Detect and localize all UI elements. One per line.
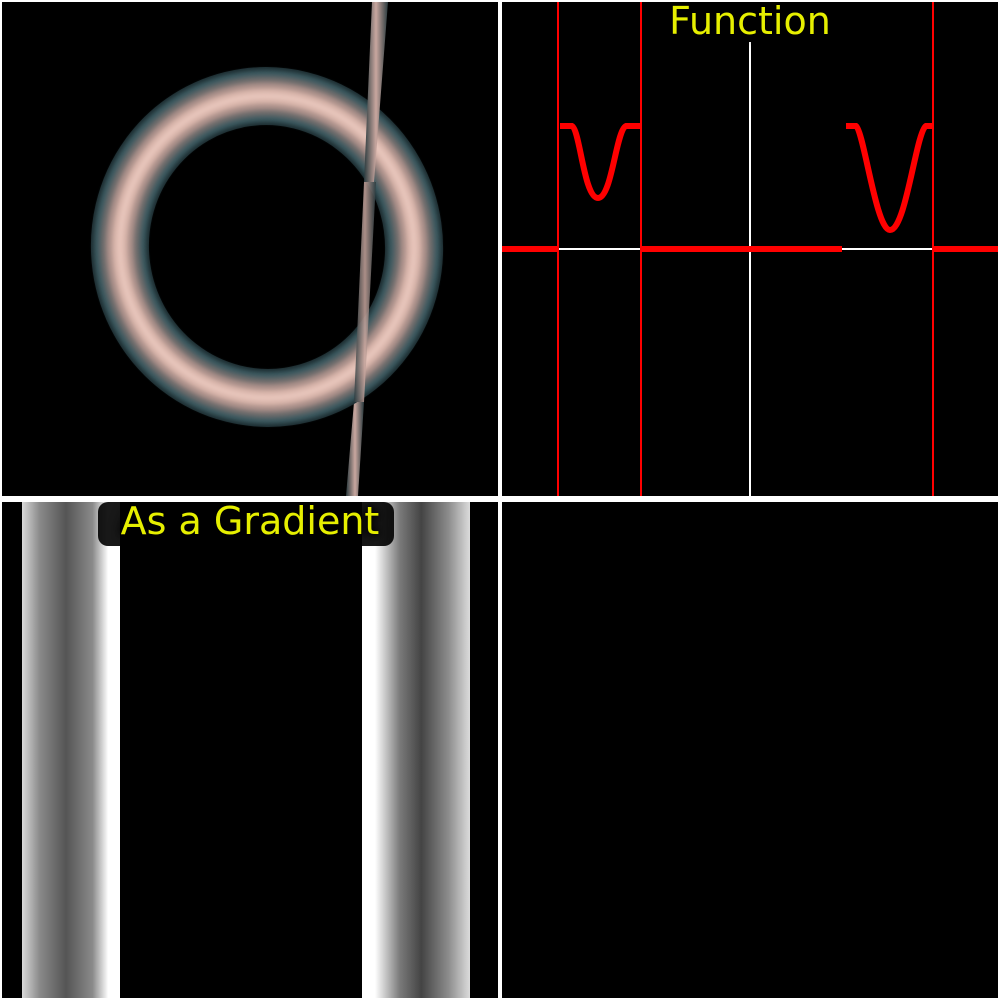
function-curve (502, 123, 998, 252)
gradient-image (22, 502, 470, 998)
torus-ring (90, 67, 444, 427)
title-shadow (98, 502, 394, 546)
torus-scene (90, 2, 444, 496)
function-plot (502, 2, 998, 496)
gradient-title: As a Gradient (2, 502, 498, 540)
empty-panel (502, 502, 998, 998)
rod-upper (364, 2, 388, 182)
gradient-panel: As a Gradient (2, 502, 498, 998)
torus-hole (151, 134, 377, 366)
torus-render-panel (2, 2, 498, 496)
function-title: Function (502, 2, 998, 40)
gradient-band-right (362, 502, 470, 998)
rod-lower (346, 402, 364, 496)
gradient-band-left (22, 502, 120, 998)
function-title-text: Function (669, 2, 831, 43)
function-plot-panel: Function (502, 2, 998, 496)
rod-middle (354, 182, 376, 402)
gradient-title-text: As a Gradient (120, 502, 380, 543)
